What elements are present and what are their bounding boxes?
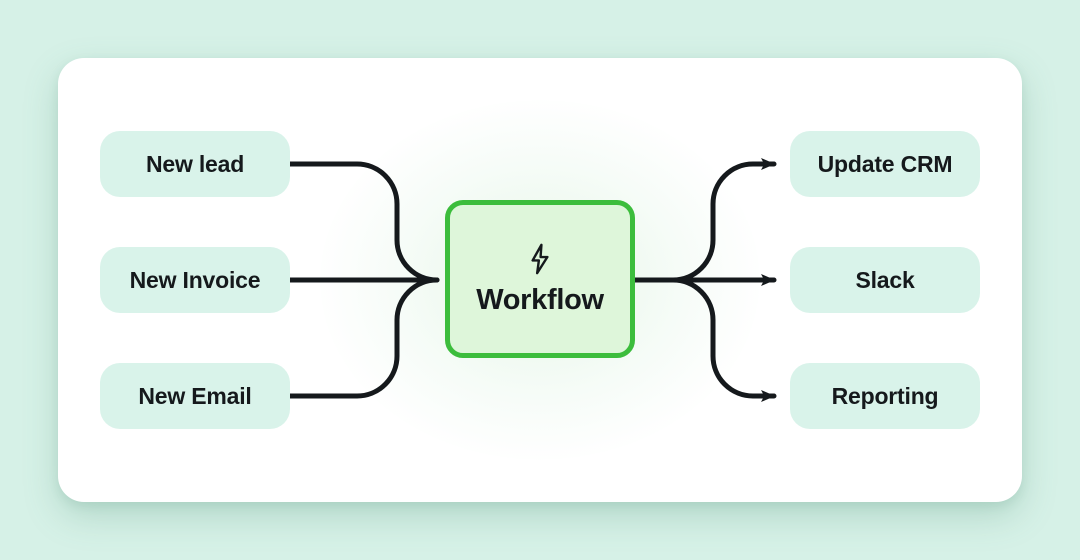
output-node-reporting[interactable]: Reporting [790,363,980,429]
input-node-new-email[interactable]: New Email [100,363,290,429]
input-node-new-invoice[interactable]: New Invoice [100,247,290,313]
output-node-label: Update CRM [817,150,953,177]
output-node-update-crm[interactable]: Update CRM [790,131,980,197]
output-node-slack[interactable]: Slack [790,247,980,313]
workflow-hub-node[interactable]: Workflow [445,200,635,358]
input-node-label: New lead [145,150,245,177]
input-node-label: New Email [138,382,252,409]
output-node-label: Reporting [831,382,939,409]
output-node-label: Slack [855,266,915,293]
workflow-hub-label: Workflow [476,283,604,316]
input-node-new-lead[interactable]: New lead [100,131,290,197]
lightning-bolt-icon [531,243,549,274]
input-node-label: New Invoice [129,266,261,293]
